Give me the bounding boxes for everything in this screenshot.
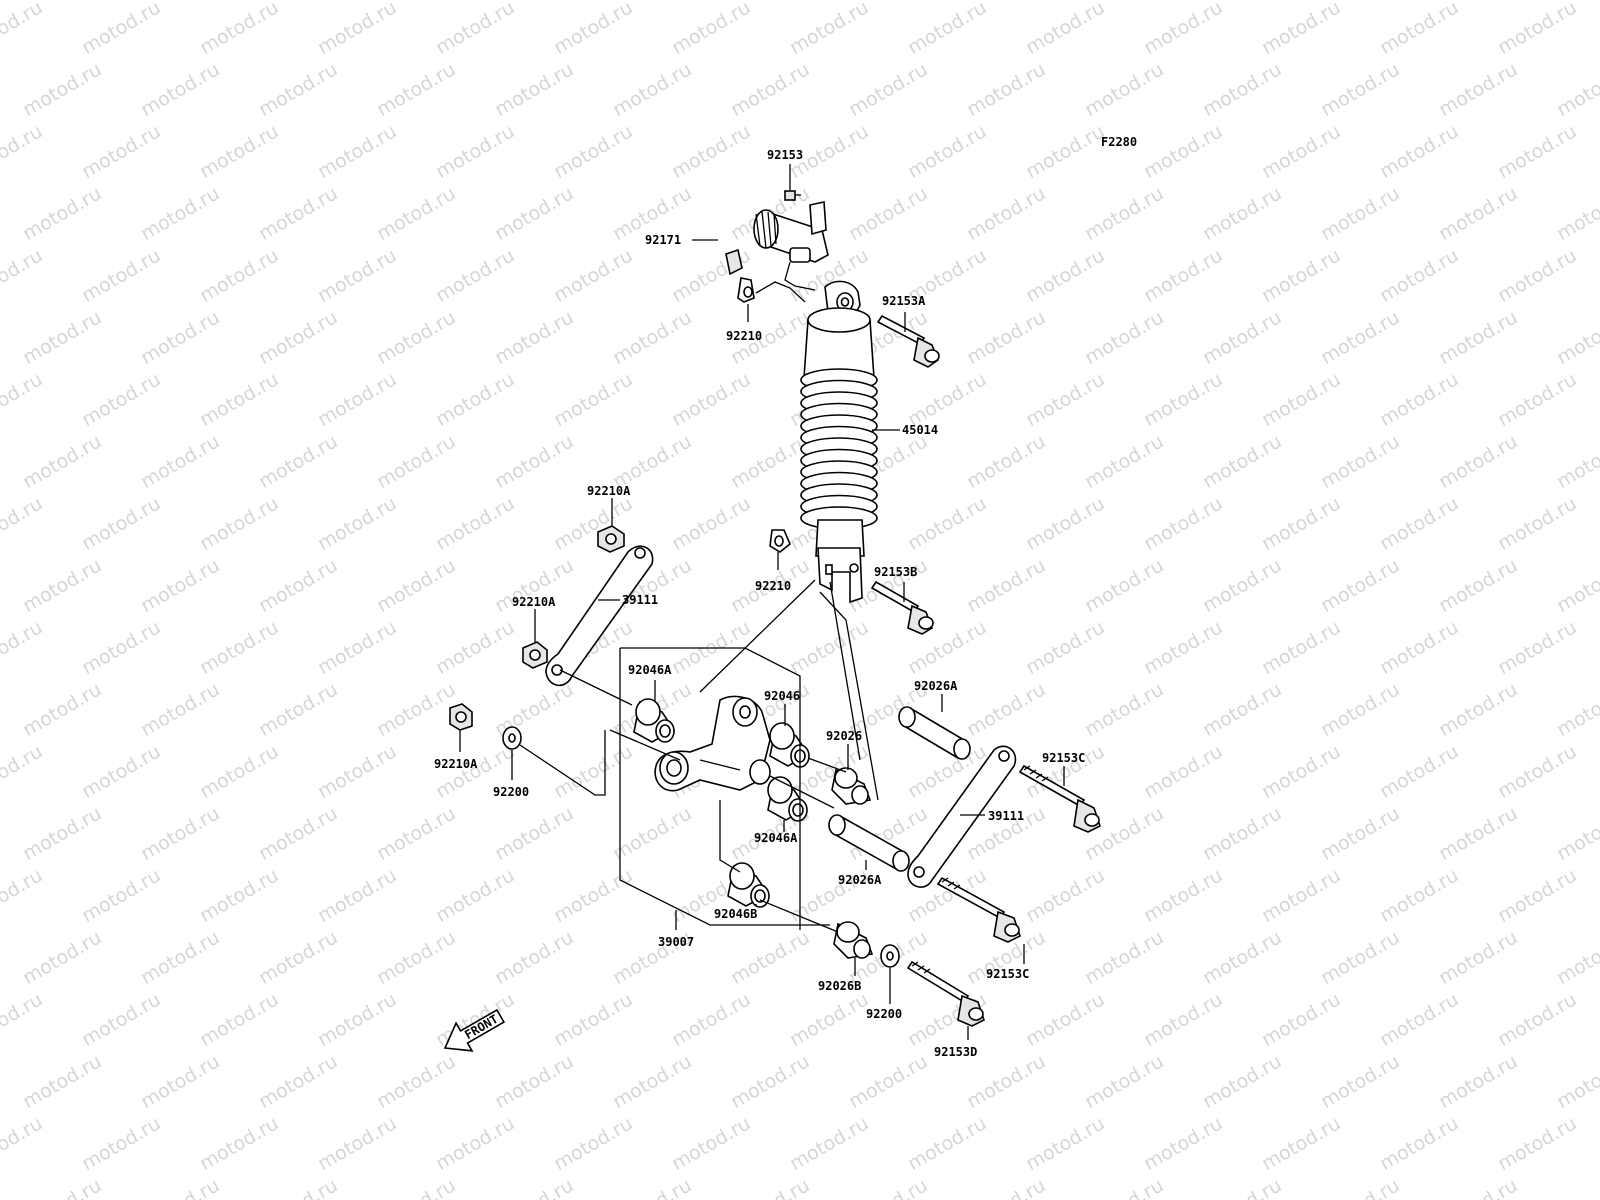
bushing-92046B bbox=[727, 862, 770, 908]
nut-92210A-mid bbox=[522, 641, 548, 669]
callout-92200-right: 92200 bbox=[866, 1007, 902, 1021]
callout-39111-right: 39111 bbox=[988, 809, 1024, 823]
callout-92026A-lower: 92026A bbox=[838, 873, 882, 887]
callout-92026B: 92026B bbox=[818, 979, 861, 993]
callout-92046A-lower: 92046A bbox=[754, 831, 798, 845]
callout-92026A-upper: 92026A bbox=[914, 679, 958, 693]
lower-clevis bbox=[817, 547, 863, 604]
sleeve-92026A-lower bbox=[828, 814, 910, 872]
front-label: FRONT bbox=[462, 1012, 500, 1042]
collar-92210-top bbox=[737, 277, 755, 303]
callout-92210-lower: 92210 bbox=[755, 579, 791, 593]
callout-92210A-top: 92210A bbox=[587, 484, 631, 498]
bushing-92046A-upper bbox=[633, 698, 676, 743]
callout-labels: 92153 92171 92210 92153A 45014 92210A 92… bbox=[434, 148, 1085, 1059]
bolt-92153 bbox=[784, 190, 801, 201]
nut-92210A-left bbox=[449, 703, 473, 731]
callout-92210A-left: 92210A bbox=[434, 757, 478, 771]
bolt-92153D bbox=[906, 960, 985, 1027]
collar-92210-lower bbox=[769, 529, 791, 553]
bolt-92153A bbox=[876, 314, 940, 368]
callout-92153: 92153 bbox=[767, 148, 803, 162]
nut-92210A-top bbox=[597, 525, 625, 553]
callout-92210-top: 92210 bbox=[726, 329, 762, 343]
bushing-92046 bbox=[769, 722, 810, 768]
leader-lines bbox=[459, 164, 1065, 1040]
washer-92200-left bbox=[502, 726, 522, 750]
callout-92153A: 92153A bbox=[882, 294, 926, 308]
clip-92171 bbox=[725, 248, 743, 276]
callout-39111-left: 39111 bbox=[622, 593, 658, 607]
diagram-code: F2280 bbox=[1101, 135, 1137, 149]
tie-rod-39111-right bbox=[907, 745, 1017, 888]
callout-45014: 45014 bbox=[902, 423, 938, 437]
callout-92171: 92171 bbox=[645, 233, 681, 247]
bolt-92153C-right bbox=[1018, 764, 1101, 833]
callout-92153C-lower: 92153C bbox=[986, 967, 1029, 981]
bolt-92153B bbox=[870, 580, 934, 635]
reservoir bbox=[753, 201, 829, 291]
callout-92200-left: 92200 bbox=[493, 785, 529, 799]
spring bbox=[800, 368, 878, 530]
rocker-arm-39007 bbox=[654, 695, 771, 792]
callout-92046B: 92046B bbox=[714, 907, 757, 921]
callout-92046A-upper: 92046A bbox=[628, 663, 672, 677]
sleeve-92026 bbox=[831, 767, 872, 805]
washer-92200-right bbox=[880, 944, 900, 968]
front-arrow: FRONT bbox=[443, 1008, 506, 1052]
callout-92026: 92026 bbox=[826, 729, 862, 743]
callout-92153C-right: 92153C bbox=[1042, 751, 1085, 765]
callout-92046: 92046 bbox=[764, 689, 800, 703]
sleeve-92026A-upper bbox=[898, 706, 971, 760]
callout-92210A-mid: 92210A bbox=[512, 595, 556, 609]
tie-rod-39111-left bbox=[545, 545, 654, 687]
assembly-lines bbox=[519, 281, 879, 933]
sleeve-92026B bbox=[833, 921, 874, 959]
callout-39007: 39007 bbox=[658, 935, 694, 949]
callout-92153D: 92153D bbox=[934, 1045, 977, 1059]
shock-absorber bbox=[725, 190, 878, 604]
bushing-92046A-lower bbox=[767, 776, 808, 822]
callout-92153B: 92153B bbox=[874, 565, 917, 579]
bolt-92153C-lower bbox=[936, 876, 1021, 943]
